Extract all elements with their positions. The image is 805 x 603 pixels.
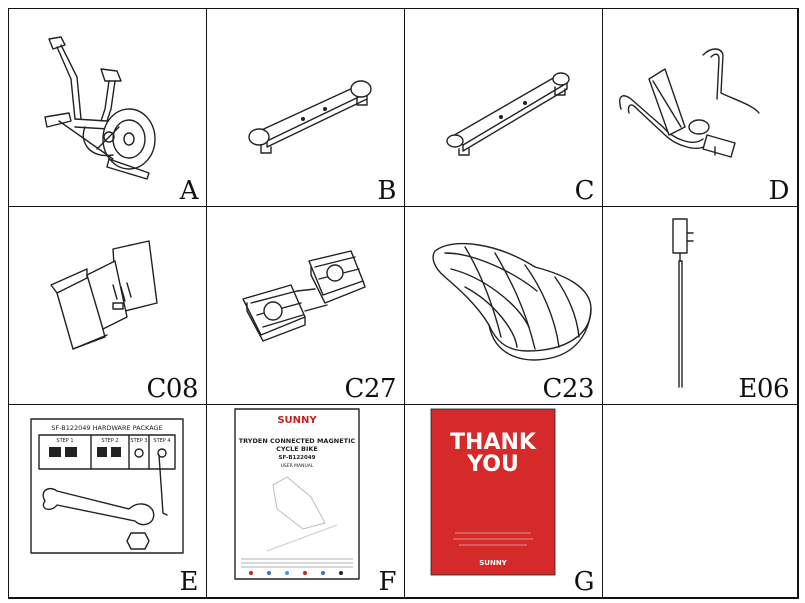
rear-stabilizer-icon xyxy=(446,72,570,156)
exercise-bike-frame-icon xyxy=(44,36,156,180)
part-cell-g: THANK YOU SUNNY G xyxy=(405,405,603,598)
svg-text:USER MANUAL: USER MANUAL xyxy=(281,463,314,469)
thank-you-card-icon: THANK YOU SUNNY xyxy=(430,408,556,576)
svg-text:CYCLE BIKE: CYCLE BIKE xyxy=(276,445,318,453)
you-text: YOU xyxy=(466,452,519,477)
front-stabilizer-icon xyxy=(248,80,372,154)
hardware-title: SF-B122049 HARDWARE PACKAGE xyxy=(51,424,162,432)
part-cell-e06: E06 xyxy=(603,207,798,405)
part-cell-b: B xyxy=(207,9,405,207)
part-cell-f: SUNNY TRYDEN CONNECTED MAGNETIC CYCLE BI… xyxy=(207,405,405,598)
svg-text:TRYDEN CONNECTED MAGNETIC: TRYDEN CONNECTED MAGNETIC xyxy=(239,437,356,445)
svg-text:SF-B122049: SF-B122049 xyxy=(279,455,316,461)
part-label: E xyxy=(179,567,199,597)
handlebar-icon xyxy=(619,48,760,158)
part-cell-c23: C23 xyxy=(405,207,603,405)
power-adapter-icon xyxy=(672,218,694,388)
part-cell-a: A xyxy=(9,9,207,207)
svg-text:STEP 3: STEP 3 xyxy=(130,438,147,444)
svg-text:STEP 4: STEP 4 xyxy=(153,438,170,444)
part-label: C23 xyxy=(542,374,595,404)
part-label: C27 xyxy=(344,374,397,404)
part-label: C xyxy=(574,176,595,206)
parts-grid: A B C xyxy=(8,8,799,599)
part-cell-c: C xyxy=(405,9,603,207)
part-cell-c08: C08 xyxy=(9,207,207,405)
part-label: A xyxy=(179,176,199,206)
card-background xyxy=(430,408,556,576)
seat-icon xyxy=(432,242,592,361)
part-cell-c27: C27 xyxy=(207,207,405,405)
part-label: D xyxy=(768,176,790,206)
manual-brand: SUNNY xyxy=(277,415,317,426)
card-brand: SUNNY xyxy=(479,559,507,567)
part-cell-empty xyxy=(603,405,798,598)
part-label: C08 xyxy=(146,374,199,404)
part-cell-d: D xyxy=(603,9,798,207)
thank-text: THANK xyxy=(450,430,537,455)
hardware-package-icon: SF-B122049 HARDWARE PACKAGE STEP 1 STEP … xyxy=(30,418,184,554)
part-label: F xyxy=(378,567,396,597)
part-label: E06 xyxy=(738,374,789,404)
svg-text:STEP 2: STEP 2 xyxy=(101,438,118,444)
user-manual-icon: SUNNY TRYDEN CONNECTED MAGNETIC CYCLE BI… xyxy=(234,408,360,580)
pedals-icon xyxy=(242,250,366,342)
tablet-holder-icon xyxy=(50,240,158,350)
part-label: G xyxy=(573,567,595,597)
part-label: B xyxy=(377,176,396,206)
part-cell-e: SF-B122049 HARDWARE PACKAGE STEP 1 STEP … xyxy=(9,405,207,598)
svg-text:STEP 1: STEP 1 xyxy=(56,438,73,444)
